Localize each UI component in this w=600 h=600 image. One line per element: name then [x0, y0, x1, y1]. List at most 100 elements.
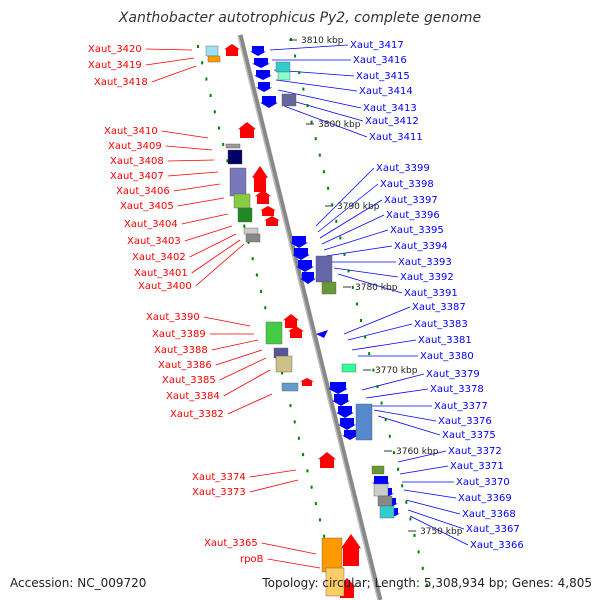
gene-leader-line [167, 171, 219, 177]
left-guide-tick [226, 159, 229, 163]
gene-block [341, 363, 357, 373]
right-guide-tick [310, 120, 313, 124]
gene-block [281, 382, 299, 392]
gene-leader-line [277, 89, 362, 109]
gene-label-xaut-3408: Xaut_3408 [110, 156, 164, 167]
left-guide-tick [281, 371, 284, 375]
gene-leader-line [373, 409, 437, 422]
right-guide-tick [425, 583, 428, 587]
gene-leader-line [173, 183, 221, 192]
right-guide-tick [360, 319, 362, 322]
right-guide-tick [376, 385, 379, 389]
left-guide-tick [243, 224, 246, 228]
gene-leader-line [267, 558, 321, 569]
gene-leader-line [161, 130, 209, 139]
reverse-gene-arrow [292, 248, 310, 260]
gene-label-xaut-3388: Xaut_3388 [154, 345, 208, 356]
forward-gene-arrow [238, 122, 256, 138]
gene-label-xaut-3415: Xaut_3415 [356, 71, 410, 82]
right-guide-tick [322, 170, 325, 174]
genome-backbone [237, 34, 383, 600]
gene-label-xaut-3392: Xaut_3392 [400, 272, 454, 283]
gene-label-xaut-3394: Xaut_3394 [394, 241, 448, 252]
gene-leader-line [403, 489, 457, 499]
gene-block [315, 255, 333, 283]
scale-mark-label: 3780 kbp [355, 283, 398, 293]
left-guide-tick [289, 404, 292, 408]
right-guide-tick [331, 203, 334, 207]
right-guide-tick [302, 87, 305, 91]
gene-label-xaut-3399: Xaut_3399 [376, 163, 430, 174]
left-guide-tick [251, 257, 254, 261]
gene-leader-line [325, 245, 393, 257]
right-guide-tick [318, 153, 321, 157]
right-guide-tick [417, 550, 420, 554]
reverse-gene-arrow [260, 96, 278, 108]
accession-text: Accession: NC_009720 [10, 576, 147, 590]
gene-label-xaut-3378: Xaut_3378 [430, 384, 484, 395]
left-guide-tick [213, 110, 216, 114]
gene-leader-line [315, 167, 375, 227]
gene-label-xaut-3369: Xaut_3369 [458, 493, 512, 504]
gene-label-xaut-3420: Xaut_3420 [88, 44, 142, 55]
scale-mark-label: 3750 kbp [420, 527, 463, 537]
right-guide-tick [347, 269, 350, 273]
gene-label-xaut-3411: Xaut_3411 [369, 132, 423, 143]
gene-block [233, 193, 251, 209]
right-guide-tick [421, 566, 424, 570]
gene-block [321, 537, 343, 573]
gene-leader-line [365, 388, 429, 399]
gene-leader-line [323, 229, 389, 251]
gene-leader-line [275, 79, 358, 92]
reverse-gene-arrow [342, 430, 358, 440]
gene-leader-line [203, 316, 251, 327]
gene-label-xaut-3376: Xaut_3376 [438, 416, 492, 427]
gene-leader-line [343, 306, 411, 335]
gene-leader-line [249, 469, 297, 478]
right-guide-tick [294, 54, 297, 58]
gene-block [379, 505, 395, 519]
gene-leader-line [351, 339, 417, 351]
gene-block [207, 55, 221, 63]
gene-leader-line [145, 48, 193, 51]
gene-leader-line [269, 44, 349, 51]
gene-leader-line [219, 357, 267, 381]
gene-label-xaut-3386: Xaut_3386 [158, 360, 212, 371]
gene-label-xaut-3407: Xaut_3407 [110, 171, 164, 182]
right-guide-tick [409, 517, 412, 521]
gene-label-xaut-3365: Xaut_3365 [204, 538, 258, 549]
gene-label-xaut-3368: Xaut_3368 [462, 509, 516, 520]
right-guide-tick [339, 236, 342, 240]
reverse-gene-arrow [300, 272, 316, 284]
gene-leader-line [249, 479, 299, 493]
left-guide-tick [222, 142, 225, 146]
gene-label-xaut-3384: Xaut_3384 [166, 391, 220, 402]
gene-block [205, 45, 219, 57]
left-guide-tick [264, 306, 267, 310]
left-guide-tick [297, 436, 300, 440]
gene-leader-line [177, 197, 225, 207]
gene-leader-line [227, 393, 273, 415]
scale-mark-label: 3790 kbp [337, 202, 380, 212]
gene-block [243, 227, 259, 235]
gene-label-xaut-3375: Xaut_3375 [442, 430, 496, 441]
gene-label-xaut-3385: Xaut_3385 [162, 375, 216, 386]
right-guide-tick [397, 467, 400, 471]
gene-label-xaut-3409: Xaut_3409 [108, 141, 162, 152]
forward-gene-arrow [283, 314, 299, 328]
gene-label-xaut-3395: Xaut_3395 [390, 225, 444, 236]
forward-gene-arrow [341, 534, 361, 566]
gene-leader-line [333, 267, 399, 278]
left-guide-tick [197, 45, 199, 48]
right-guide-tick [401, 484, 404, 488]
gene-leader-line [184, 225, 233, 242]
gene-label-xaut-3397: Xaut_3397 [384, 195, 438, 206]
left-guide-tick [310, 485, 313, 489]
left-guide-tick [255, 273, 258, 277]
gene-leader-line [319, 199, 383, 239]
right-guide-tick [413, 533, 416, 537]
right-guide-tick [392, 451, 395, 455]
gene-label-rpob: rpoB [240, 554, 264, 565]
summary-text: Topology: circular; Length: 5,308,934 bp… [262, 576, 592, 590]
